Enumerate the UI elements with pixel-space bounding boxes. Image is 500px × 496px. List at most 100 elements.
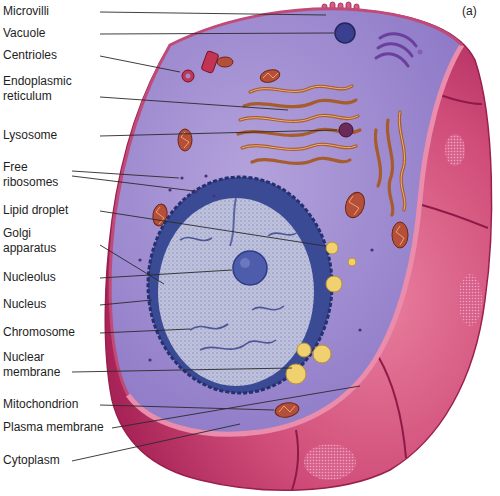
part-label: Lysosome: [3, 128, 57, 143]
nucleolus: [233, 251, 267, 285]
label-slot: Plasma membrane: [3, 420, 104, 435]
crista: [396, 226, 404, 245]
mitochondrion: [259, 68, 281, 85]
mitochondrion: [178, 129, 192, 151]
golgi-vesicle: [418, 50, 423, 55]
part-label: Vacuole: [3, 26, 45, 41]
crista: [156, 207, 164, 224]
leader-line: [72, 171, 179, 178]
centriole: [201, 51, 219, 74]
ribosome: [370, 248, 373, 251]
centriole-core: [186, 74, 191, 79]
leader-line: [100, 270, 232, 278]
ribosome: [148, 358, 151, 361]
surface-patch: [304, 444, 356, 480]
nucleoplasm: [158, 198, 314, 386]
surface-patch: [458, 274, 482, 326]
leader-line: [100, 329, 190, 333]
label-slot: Chromosome: [3, 325, 75, 340]
leader-line: [100, 130, 337, 136]
mitochondrion: [274, 401, 300, 419]
crista: [181, 132, 189, 148]
mitochondrion: [342, 190, 368, 221]
er-highlight: [250, 86, 352, 92]
er-ribbon: [375, 130, 380, 186]
lipid-droplet: [348, 258, 356, 266]
plasma-membrane-rim: [128, 45, 462, 434]
ribosome: [358, 328, 361, 331]
er-highlight: [399, 112, 405, 210]
er-ribbon: [387, 120, 393, 215]
part-label: Free ribosomes: [3, 160, 67, 190]
er-ribbon: [240, 115, 358, 121]
ribosome: [204, 174, 207, 177]
leader-line: [100, 56, 180, 72]
chromatin-strand: [268, 232, 298, 236]
ribosome: [138, 258, 141, 261]
chromatin-strand: [180, 237, 212, 240]
lysosome: [339, 123, 353, 137]
label-slot: Nucleus: [3, 297, 46, 312]
chromosomes: [180, 232, 298, 350]
lipid-droplet: [326, 242, 338, 254]
groove-line: [292, 430, 298, 490]
ribosome: [194, 190, 197, 193]
label-slot: Lysosome: [3, 128, 57, 143]
label-slot: Mitochondrion: [3, 397, 78, 412]
er-ribbon: [250, 86, 352, 92]
er-ribbon: [399, 112, 405, 210]
leader-line: [100, 12, 326, 15]
er-ribbon: [242, 144, 356, 149]
label-slot: Nuclear membrane: [3, 350, 67, 380]
label-slot: Nucleolus: [3, 270, 56, 285]
part-label: Plasma membrane: [3, 420, 104, 435]
mitochondria-cristae: [156, 73, 404, 412]
part-label: Microvilli: [3, 4, 49, 19]
er-highlight: [242, 144, 356, 149]
lipid-droplets: [286, 242, 356, 384]
leader-line: [100, 245, 164, 284]
leader-line: [100, 211, 325, 246]
label-slot: Lipid droplet: [3, 203, 68, 218]
chromatin-strand: [190, 324, 228, 330]
free-ribosomes: [138, 174, 373, 361]
surface-patch: [445, 134, 465, 166]
groove-line: [422, 205, 488, 228]
leader-line: [100, 33, 334, 34]
centriole: [182, 70, 194, 82]
part-label: Nucleus: [3, 297, 46, 312]
plasma-membrane-edge: [110, 9, 462, 395]
label-slot: (a): [462, 4, 477, 19]
crista: [263, 73, 278, 78]
vacuole: [335, 23, 355, 43]
nucleus-lobe-line: [230, 198, 236, 246]
golgi-cisterna: [376, 54, 408, 66]
groove-line: [440, 95, 482, 104]
chromatin-strand: [252, 306, 284, 310]
label-slot: Microvilli: [3, 4, 49, 19]
nuclear-envelope: [148, 177, 332, 393]
leader-line: [112, 386, 360, 428]
lipid-droplet: [297, 343, 311, 357]
part-label: Cytoplasm: [3, 453, 60, 468]
centrioles: [182, 51, 219, 82]
mitochondrion: [217, 57, 233, 67]
mitochondria: [151, 57, 408, 419]
ribosome: [212, 194, 215, 197]
er-highlight: [240, 115, 358, 121]
label-slot: Golgi apparatus: [3, 226, 67, 256]
figure-letter: (a): [462, 4, 477, 19]
leader-line: [100, 405, 274, 410]
part-label: Nuclear membrane: [3, 350, 67, 380]
leader-lines: [72, 12, 360, 461]
er-ribbon: [252, 158, 350, 163]
part-label: Lipid droplet: [3, 203, 68, 218]
crista: [279, 406, 295, 412]
ribosome: [180, 176, 183, 179]
nucleolus-spot: [240, 258, 250, 268]
leader-line: [72, 176, 194, 191]
part-label: Golgi apparatus: [3, 226, 67, 256]
leader-line: [72, 368, 292, 372]
label-slot: Cytoplasm: [3, 453, 60, 468]
